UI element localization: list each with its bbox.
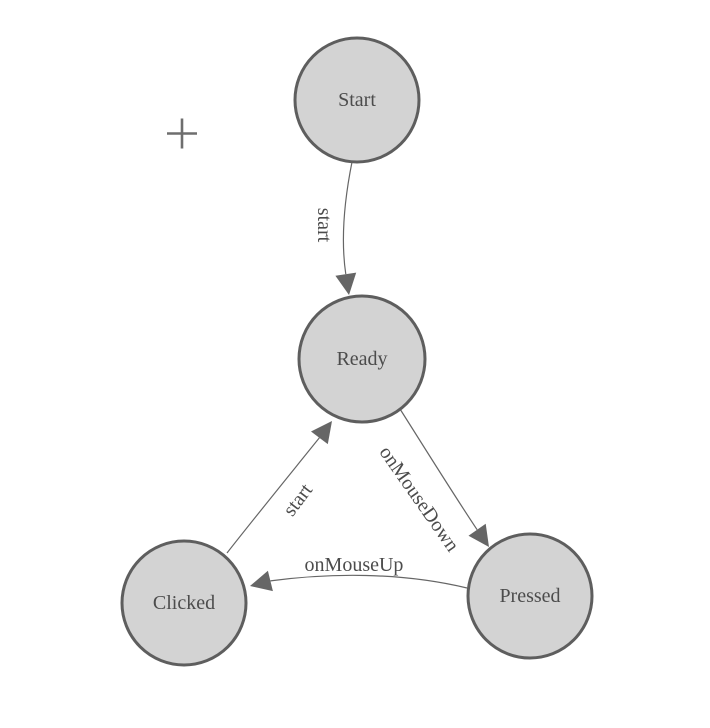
edge-label: onMouseUp: [305, 554, 404, 576]
edge-pressed-clicked: onMouseUp: [250, 554, 468, 592]
edge-start-ready: start: [313, 161, 357, 295]
node-label: Clicked: [153, 592, 215, 614]
node-label: Start: [338, 89, 376, 111]
state-circle[interactable]: [120, 539, 248, 667]
edge-path[interactable]: [342, 161, 353, 275]
state-circle[interactable]: [466, 532, 594, 660]
edge-label: onMouseDown: [375, 442, 464, 556]
node-start: Start: [293, 36, 421, 164]
edge-path[interactable]: [270, 574, 468, 589]
node-label: Pressed: [499, 585, 560, 607]
node-label: Ready: [336, 348, 387, 370]
arrowhead-icon: [468, 523, 489, 547]
arrowhead-icon: [250, 570, 273, 592]
edge-clicked-ready: start: [226, 421, 332, 554]
state-circle[interactable]: [297, 294, 427, 424]
node-pressed: Pressed: [466, 532, 594, 660]
edge-path[interactable]: [399, 408, 478, 531]
node-clicked: Clicked: [120, 539, 248, 667]
state-circle[interactable]: [293, 36, 421, 164]
edge-label: start: [313, 208, 335, 243]
plus-crosshair-icon: [167, 118, 197, 149]
edge-label: start: [279, 479, 318, 520]
arrowhead-icon: [335, 272, 357, 295]
node-ready: Ready: [297, 294, 427, 424]
edge-ready-pressed: onMouseDown: [375, 408, 489, 556]
arrowhead-icon: [311, 421, 332, 445]
edge-path[interactable]: [226, 437, 320, 554]
